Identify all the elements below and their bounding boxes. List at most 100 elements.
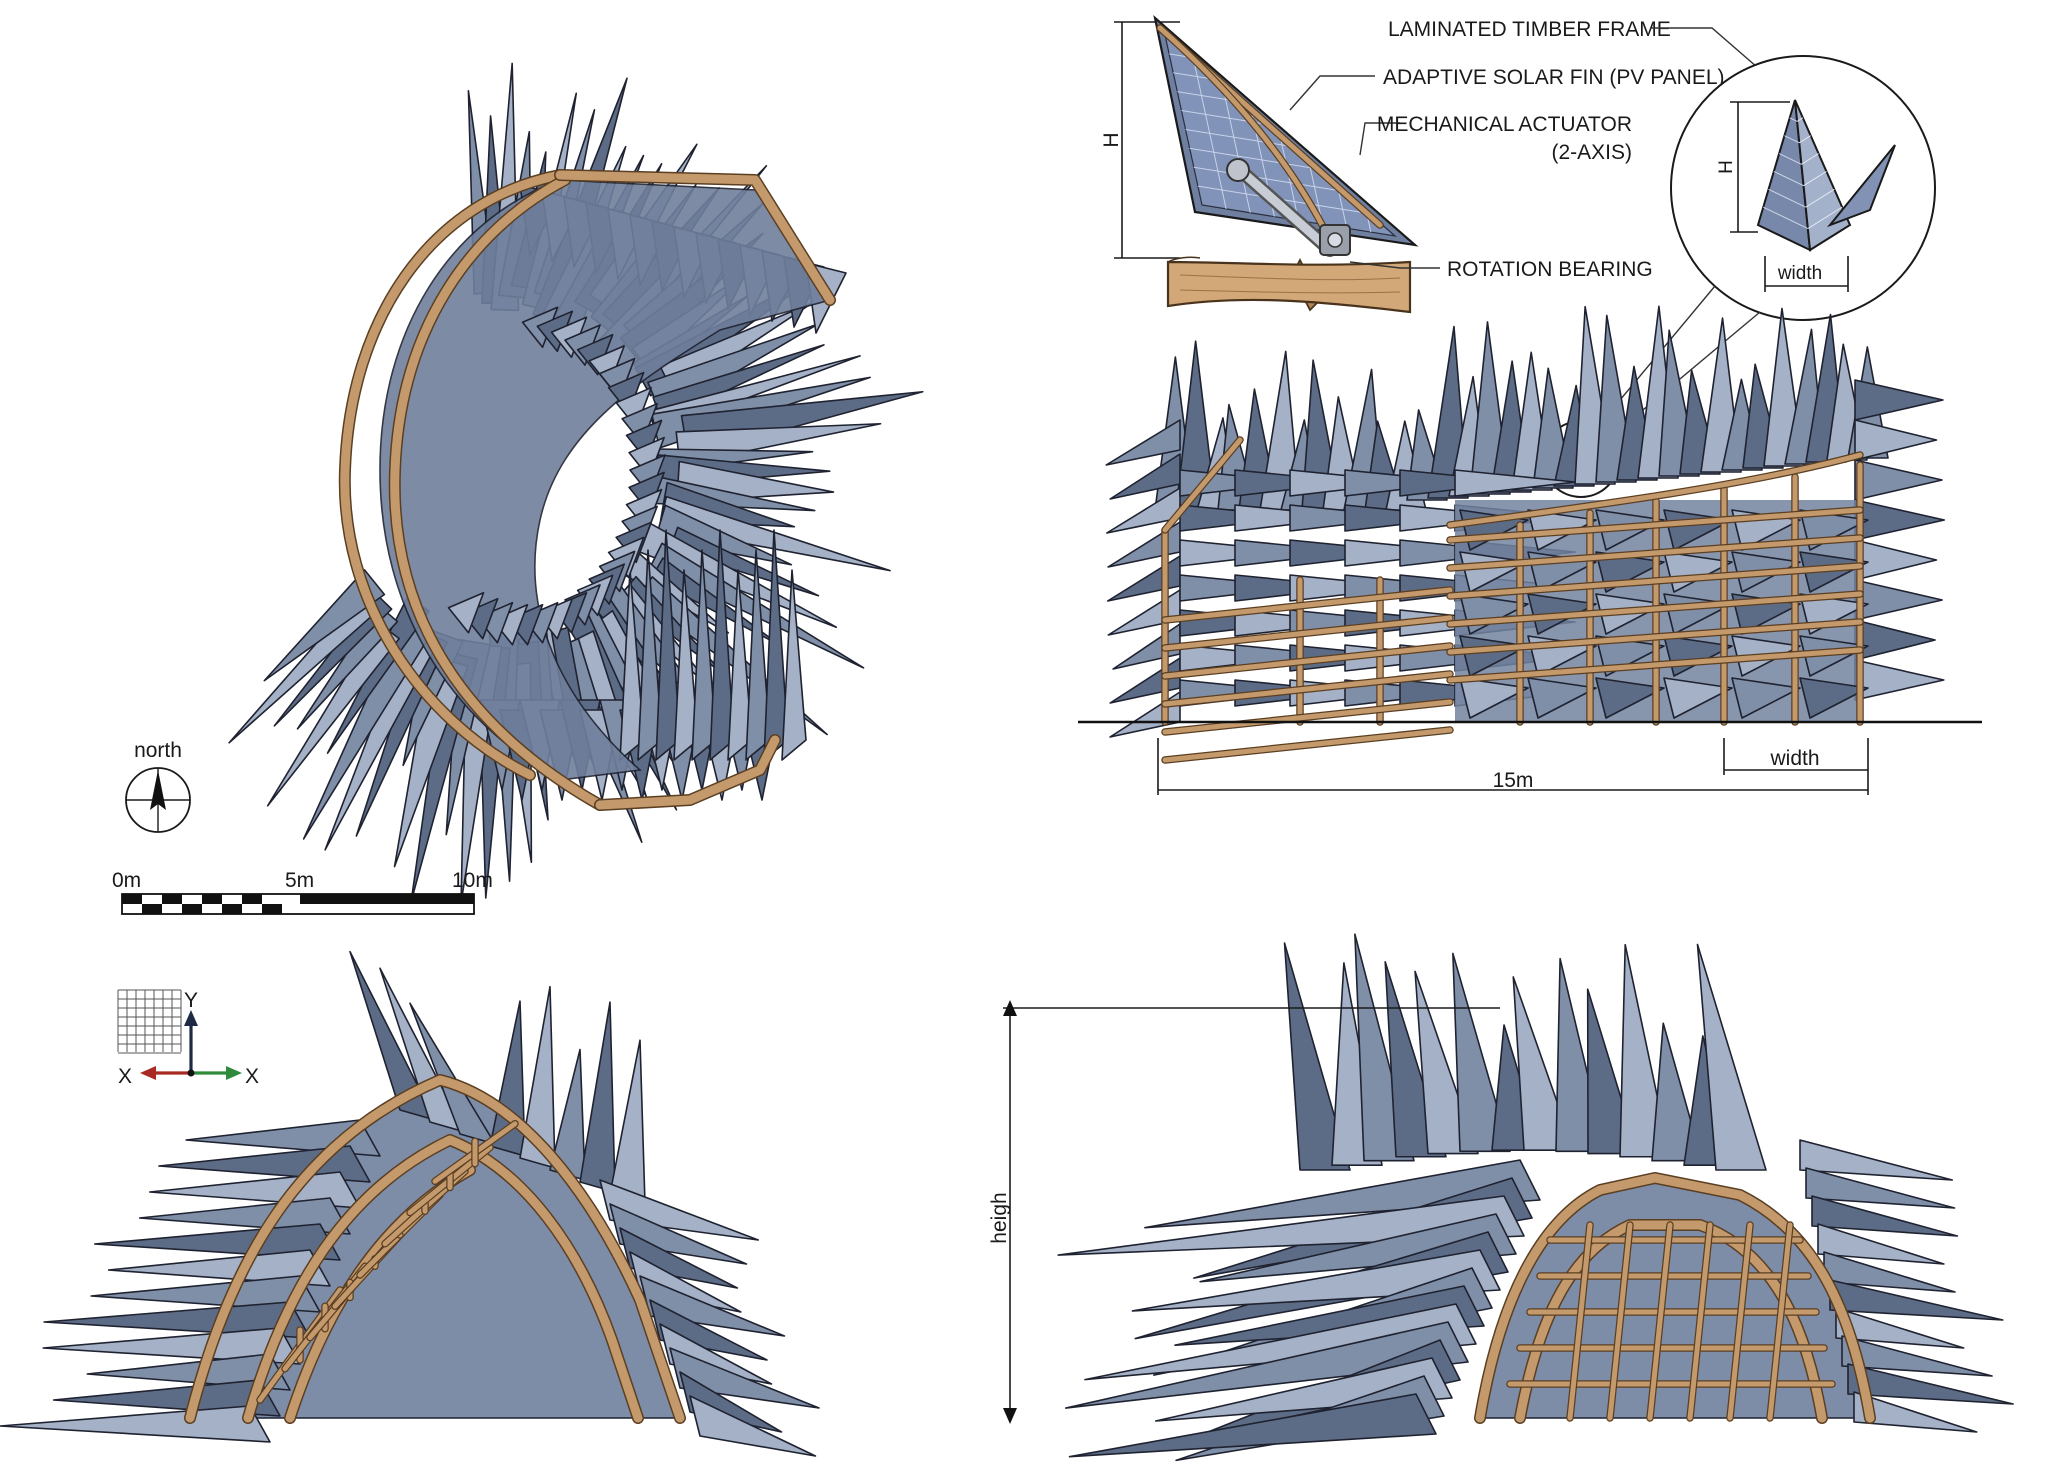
elevation-fin [1854,459,1943,501]
scale-check [122,894,142,904]
plan-panel [637,549,663,761]
axis-y-label: Y [184,989,198,1012]
section-fin [1068,1393,1437,1458]
section-fin [519,985,556,1169]
plan-timber-ribs [338,169,836,811]
elevation-panel [1459,677,1529,719]
axes-grid-icon [117,989,182,1054]
plan-panel [615,386,652,429]
lattice-member [1607,1222,1633,1421]
timber-member [1162,615,1453,651]
section-fin [379,967,466,1133]
timber-member [1447,452,1863,528]
compass-label: north [134,739,182,762]
timber-member [1447,647,1863,683]
elevation-fin [1109,453,1181,500]
elevation-fin [1106,487,1181,534]
scale-bar-checker [122,894,474,914]
north-arrow-icon [150,770,166,810]
scale-segment [300,894,474,904]
section-fin [1131,1249,1501,1312]
section-fin [1144,1159,1541,1229]
section-fin [1452,952,1511,1153]
section-fin [689,1395,817,1457]
scale-label-0: 0m [112,869,141,892]
timber-member [1162,587,1453,623]
x-axis-arrow-icon [226,1066,242,1080]
scale-check [182,904,202,914]
axis-x-pos-label: X [245,1065,259,1088]
timber-member [1162,699,1453,735]
pv-cell-line [1193,166,1344,192]
section-fin [609,1203,748,1265]
section-fin [158,1145,371,1183]
plan-panel [709,529,735,761]
plan-panel [476,601,514,644]
fin-grid-line [1807,206,1843,229]
plan-fin [273,593,393,727]
scale-check [242,894,262,904]
pv-cell-line [1193,60,1227,209]
scale-check [222,904,242,914]
section-fin [1853,1391,1978,1433]
plan-fin [263,569,386,682]
elevation-length-label: 15m [1493,769,1534,792]
elevation-fin [1854,539,1938,581]
callout-actuator: MECHANICAL ACTUATOR [1377,113,1632,136]
plan-panel [781,569,807,761]
section-fin [599,1179,760,1241]
pv-cell-line [1279,135,1299,221]
elevation-panel [1731,677,1801,719]
fin-grid-line [1784,135,1800,144]
actuator-cylinder [1235,165,1335,255]
plan-panel [607,371,645,414]
section-right-arch [1474,1172,1876,1424]
section-fin [1199,1213,1517,1283]
plan-panel [628,436,665,479]
fin-grid-line [1801,153,1819,165]
plan-panel [491,603,529,646]
plan-panel [598,357,636,400]
plan-panel [447,591,485,634]
solar-fin-detail: H ADAPTIVE SOLAR FIN (PV PANEL) MECHANIC… [1100,15,1725,314]
fin-grid-line [1796,117,1804,122]
y-axis-arrow-icon [184,1010,198,1026]
elevation-fin [1854,619,1936,661]
plan-view [228,62,924,904]
plan-panel [673,569,699,761]
fin-grid-line [1799,135,1811,144]
lattice-member [1567,1222,1593,1421]
section-fin [0,1405,271,1443]
section-fin [107,1249,331,1287]
lattice-member [1687,1222,1713,1421]
front-elevation: 15m width [1078,305,1982,795]
fin-grid-line [1789,117,1798,122]
pv-cell-line [1222,85,1251,213]
scale-check [262,904,282,914]
fin-grid-line [1803,171,1827,187]
section-fin [649,1299,768,1361]
section-fin [669,1347,820,1409]
timber-member [1162,643,1453,679]
pv-cell-line [1308,160,1324,225]
lattice-member [1767,1222,1793,1421]
timber-member [1162,437,1243,533]
magnifier-width-label: width [1777,263,1822,284]
section-view-right: heigh [988,933,2014,1462]
elevation-fin [1854,379,1944,421]
plan-panel [691,549,717,761]
axes-indicator: Y X X [117,989,259,1088]
pv-cell-line [1185,128,1293,148]
timber-member [1447,563,1863,599]
axis-x-neg-label: X [118,1065,132,1088]
section-fin [90,1275,321,1313]
elevation-fin [1854,419,1938,461]
section-fin [1696,943,1767,1171]
section-fin [138,1197,351,1235]
fin-grid-line [1768,188,1806,208]
section-fin [1414,970,1479,1155]
magnified-fin-detail: LAMINATED TIMBER FRAME H width [1388,18,1936,498]
callout-solar-fin: ADAPTIVE SOLAR FIN (PV PANEL) [1383,66,1725,89]
north-compass: north [125,739,191,833]
section-fin [609,1039,646,1205]
